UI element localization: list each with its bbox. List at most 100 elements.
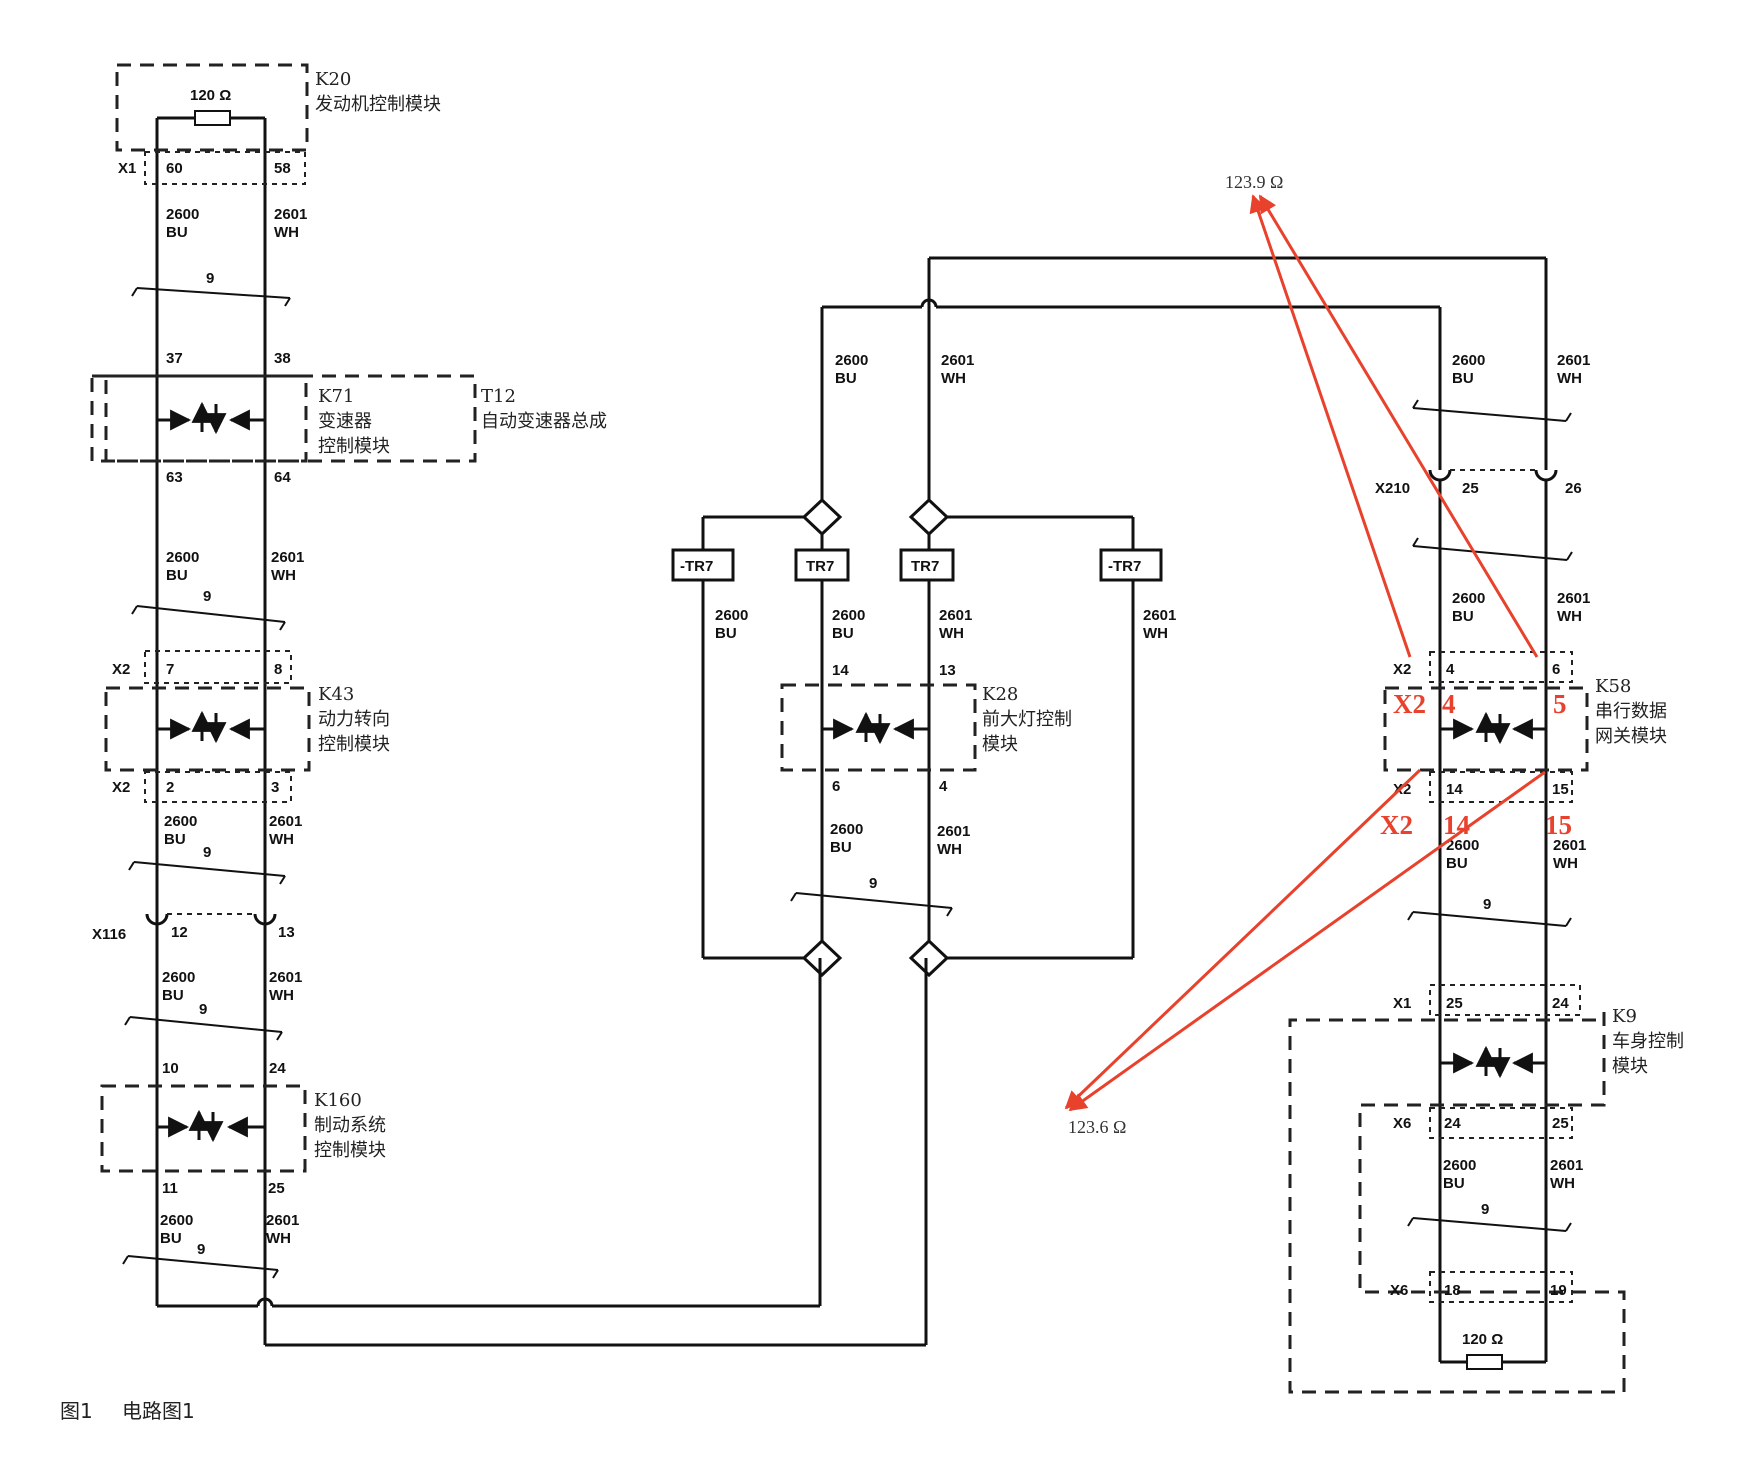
k43-id: K43 [318,684,354,705]
k160-module-box [100,1084,307,1173]
k9-module-box [1288,1012,1626,1394]
k9-resistor [1466,1354,1503,1370]
wire-label-bu: 2600 [715,607,748,624]
wire-label-wh-color: WH [271,567,296,584]
x116-pin-a: 12 [171,924,188,941]
splice-diamond [908,497,950,537]
wire-label-wh-color: WH [1550,1175,1575,1192]
wire-label-wh: 2601 [941,352,974,369]
k9-x1-connector [1429,984,1581,1016]
measurement-arrow [1258,194,1539,658]
wire-label-bu-color: BU [166,224,188,241]
wire-label-wh-color: WH [1557,370,1582,387]
measurement-bottom: 123.6 Ω [1068,1117,1126,1137]
wire-label-wh: 2601 [1557,352,1590,369]
figure-number: 图1 [60,1399,93,1423]
red-label-x2-top: X2 [1393,689,1426,719]
wire-label-wh: 2601 [937,823,970,840]
k20-module-box [115,63,309,152]
k58-pin-bot-b: 15 [1552,781,1569,798]
k160-pin-bot-b: 25 [268,1180,285,1197]
k58-id: K58 [1595,676,1631,697]
wire-label-bu-color: BU [1452,608,1474,625]
k160-name-l2: 控制模块 [314,1140,386,1161]
right-bus: 2600 BU 2601 WH X210 25 26 2600 BU 2601 … [1288,352,1684,1394]
k20-pin-b: 58 [274,160,291,177]
twist-count: 9 [869,875,877,892]
k58-connector-bot: X2 [1393,781,1411,798]
k58-pin-top-b: 6 [1552,661,1560,678]
splice-neg-tr7-right [1099,548,1163,582]
red-label-pin5: 5 [1553,689,1567,719]
k58-module-box [1383,686,1589,772]
k28-pin-top-b: 13 [939,662,956,679]
k43-x2-connector-bot [144,771,292,803]
x116-pin-b: 13 [278,924,295,941]
twist-count: 9 [199,1001,207,1018]
wire-label-bu-color: BU [1446,855,1468,872]
measurement-arrow [1068,770,1546,1112]
k43-module-box [104,686,311,772]
red-label-pin15: 15 [1545,810,1572,840]
wire-label-bu-color: BU [830,839,852,856]
k9-pin-x1-a: 25 [1446,995,1463,1012]
left-bus: 120 Ω K20 发动机控制模块 X1 60 58 2600 BU 2601 … [90,63,607,1306]
k9-pin-x6b-a: 18 [1444,1282,1461,1299]
k58-x2-connector-top [1429,651,1573,683]
twist-count: 9 [203,588,211,605]
measurement-arrow [1249,194,1412,658]
twist-mark [127,1255,279,1271]
wire-label-wh: 2601 [269,813,302,830]
wire-label-bu-color: BU [162,987,184,1004]
k58-name-l2: 网关模块 [1595,726,1667,747]
wire-label-bu: 2600 [162,969,195,986]
splice-neg-label: -TR7 [680,558,713,575]
middle-bus: 2600 BU 2601 WH -TR7 TR7 TR7 -TR7 2600 B… [671,256,1548,978]
twist-count: 9 [1481,1201,1489,1218]
twist-count: 9 [197,1241,205,1258]
measurement-arrow [1064,768,1422,1110]
k9-id: K9 [1612,1006,1637,1027]
wire-label-wh: 2601 [1557,590,1590,607]
x210-connector-a [1428,469,1452,482]
wire-label-bu-color: BU [835,370,857,387]
twist-mark [136,605,286,623]
k71-id: K71 [318,386,354,407]
splice-diamond [908,938,950,978]
figure-caption: 电路图1 [122,1399,195,1423]
t12-name: 自动变速器总成 [481,411,607,432]
splice-diamond [801,938,843,978]
k28-id: K28 [982,684,1018,705]
k71-name-l2: 控制模块 [318,436,390,457]
k43-pin-bot-b: 3 [271,779,279,796]
wire-label-wh: 2601 [269,969,302,986]
wire-label-wh-color: WH [266,1230,291,1247]
k9-x6-connector-a [1429,1107,1573,1139]
k71-module-box [104,374,308,463]
k71-name-l1: 变速器 [318,411,372,432]
twist-mark [129,1016,283,1033]
k43-x2-connector-top [144,650,292,684]
red-label-x2-bot: X2 [1380,810,1413,840]
k160-id: K160 [314,1090,362,1111]
splice-tr7-right [899,548,955,582]
twist-count: 9 [206,270,214,287]
k43-connector-bot: X2 [112,779,130,796]
k9-connector-x6a: X6 [1393,1115,1411,1132]
wire-label-bu-color: BU [1452,370,1474,387]
wire-label-wh-color: WH [274,224,299,241]
k28-pin-bot-a: 6 [832,778,840,795]
twist-mark [133,861,286,877]
x210-pin-b: 26 [1565,480,1582,497]
k58-name-l1: 串行数据 [1595,701,1667,722]
k9-resistor-label: 120 Ω [1462,1331,1503,1348]
k9-name-l2: 模块 [1612,1056,1648,1077]
wire-label-wh-color: WH [1557,608,1582,625]
wire-label-bu: 2600 [832,607,865,624]
wire-label-wh-color: WH [1553,855,1578,872]
twist-mark [136,287,291,299]
k28-pin-top-a: 14 [832,662,849,679]
k20-pin-a: 60 [166,160,183,177]
k9-name-l1: 车身控制 [1612,1031,1684,1052]
